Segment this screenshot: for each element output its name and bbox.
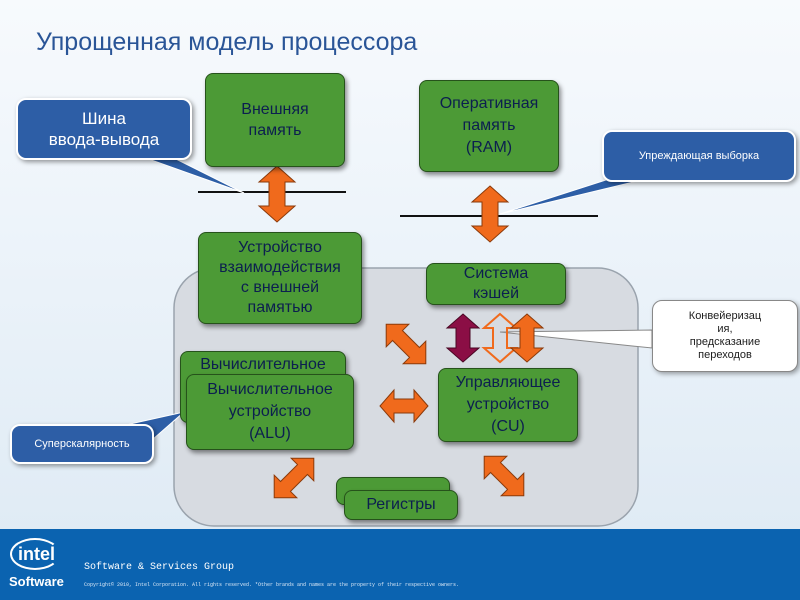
external-memory-block: Внешняя память	[205, 73, 345, 167]
external-interface-block: Устройство взаимодействия с внешней памя…	[198, 232, 362, 324]
prefetch-callout: Упреждающая выборка	[602, 130, 796, 182]
processor-diagram	[128, 155, 653, 527]
cu-block: Управляющее устройство (CU)	[438, 368, 578, 442]
cache-system-block: Система кэшей	[426, 263, 566, 305]
registers-block: Регистры	[344, 490, 458, 520]
footer-copyright: Copyright© 2010, Intel Corporation. All …	[84, 582, 460, 588]
cu-registers-arrow	[483, 455, 525, 497]
intel-logo-swoosh	[10, 538, 60, 570]
alu-registers-arrow	[273, 457, 315, 499]
alu-cu-arrow	[379, 388, 429, 424]
cache-cu-arrow-dark	[445, 313, 481, 363]
cache-cu-arrow-orange	[509, 313, 545, 363]
slide-title: Упрощенная модель процессора	[36, 28, 418, 56]
alu-block: Вычислительное устройство (ALU)	[186, 374, 354, 450]
footer-bar	[0, 529, 800, 600]
io-bus-callout: Шина ввода-вывода	[16, 98, 192, 160]
footer-group-name: Software & Services Group	[84, 562, 235, 573]
external-memory-arrow	[257, 165, 297, 223]
software-logo-text: Software	[9, 574, 64, 589]
cache-cu-arrow-outline	[481, 312, 519, 364]
superscalar-callout: Суперскалярность	[10, 424, 154, 464]
ram-block: Оперативная память (RAM)	[419, 80, 559, 172]
interface-cache-arrow	[385, 323, 427, 365]
intel-logo: intel	[18, 544, 56, 564]
ram-arrow	[470, 185, 510, 243]
prefetch-callout-tail	[499, 177, 651, 215]
pipeline-callout: Конвейеризац ия, предсказание переходов	[652, 300, 798, 372]
